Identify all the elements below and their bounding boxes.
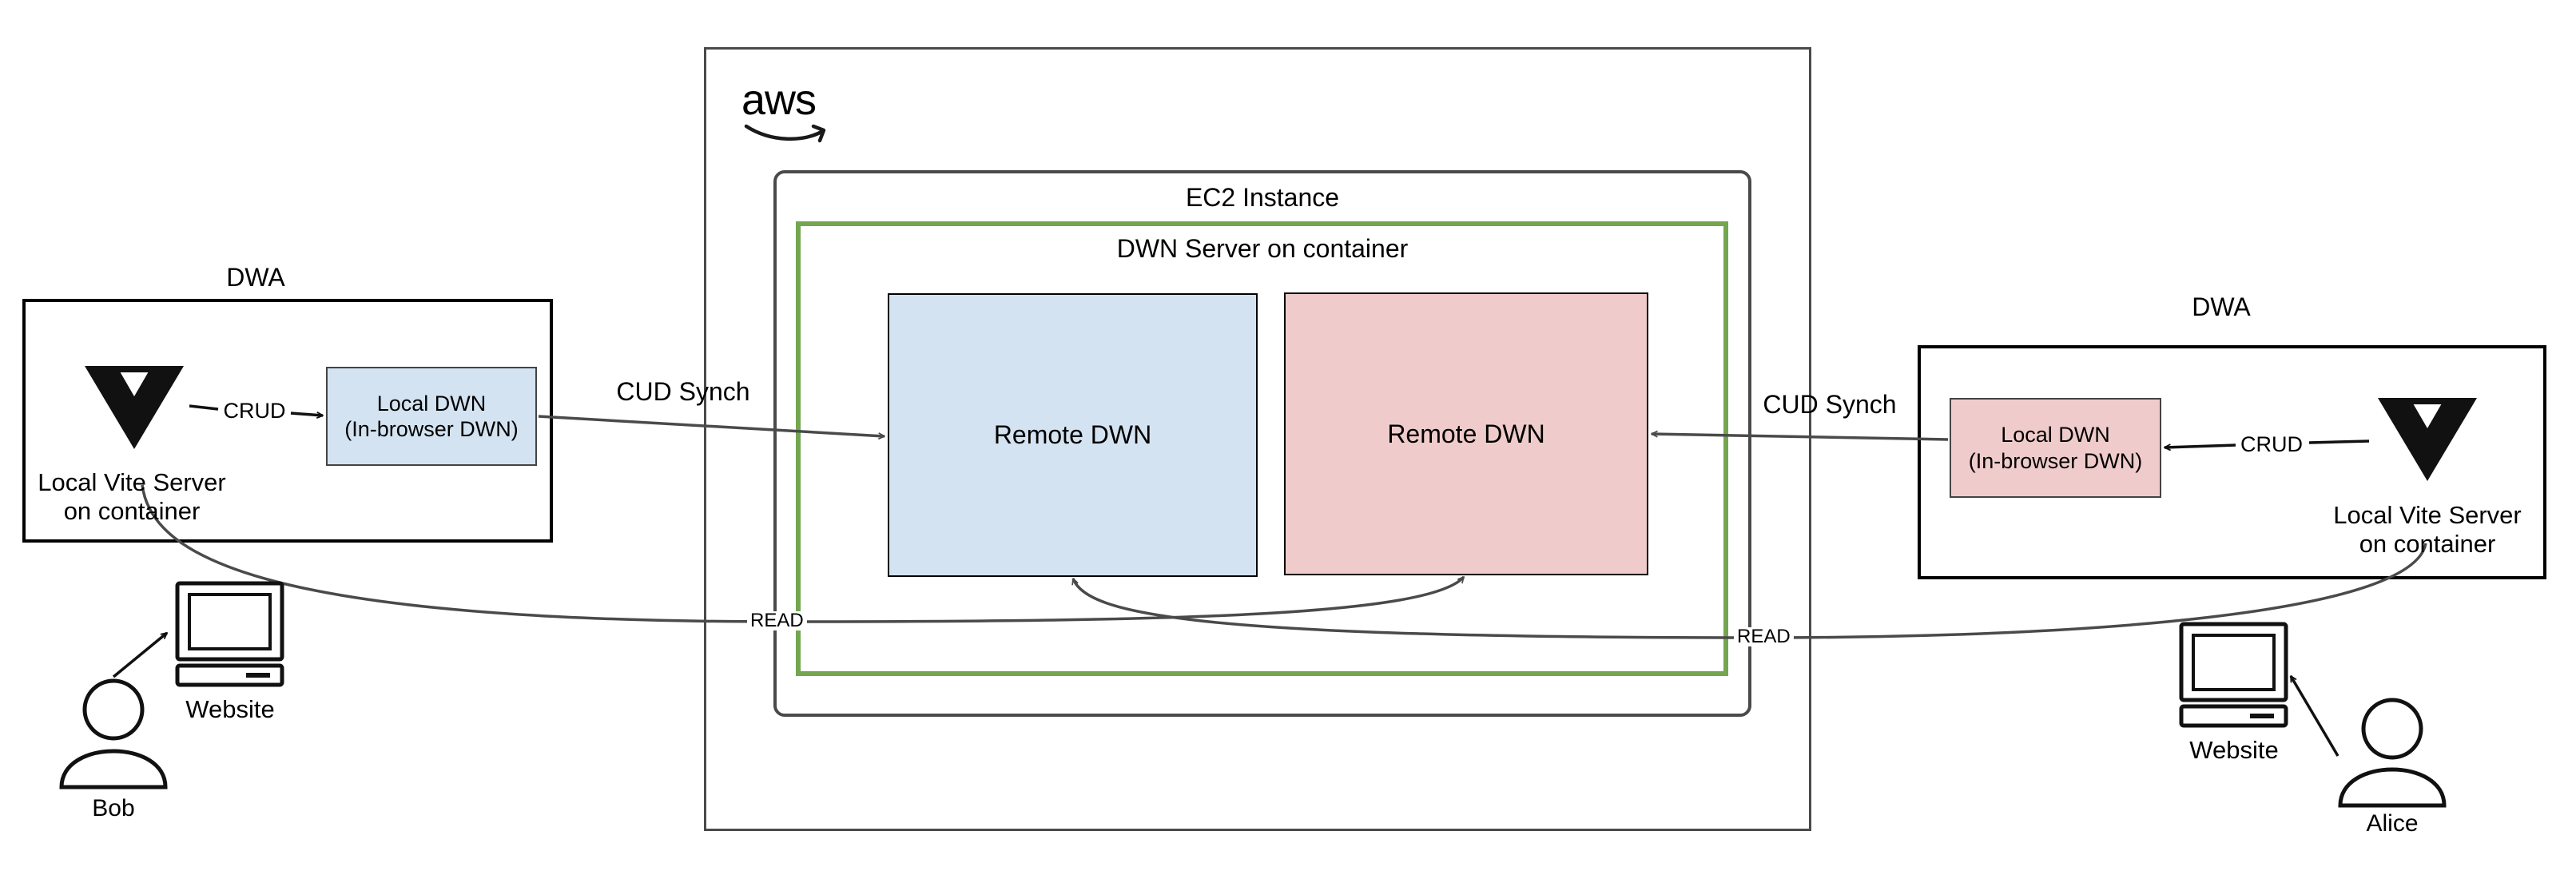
crud-right-arrow	[2308, 439, 2370, 444]
vite-logo-icon-right	[2378, 398, 2477, 481]
crud-label-right: CRUD	[2240, 432, 2303, 456]
ec2-instance-title: EC2 Instance	[1185, 183, 1340, 212]
dwn-server-title: DWN Server on container	[1116, 234, 1409, 263]
crud-left-arrow	[189, 404, 219, 411]
website-label-right: Website	[2189, 736, 2279, 764]
vite-label-left: Local Vite Server on container	[38, 468, 226, 525]
ec2-instance-frame	[773, 170, 1751, 717]
dwa-left-frame	[22, 299, 553, 543]
crud-label-left: CRUD	[223, 399, 286, 423]
dwa-right-frame	[1918, 345, 2546, 579]
local-dwn-left-label: Local DWN (In-browser DWN)	[344, 391, 519, 441]
remote-dwn-left: Remote DWN	[888, 293, 1258, 577]
person-icon-left	[59, 678, 168, 789]
read-label-right: READ	[1734, 627, 1794, 646]
aws-logo-text: aws	[741, 76, 817, 124]
dwa-left-title: DWA	[226, 263, 285, 292]
dwn-server-frame	[796, 221, 1728, 676]
aws-logo-smile	[744, 124, 826, 143]
local-dwn-left: Local DWN (In-browser DWN)	[326, 367, 537, 466]
website-label-left: Website	[185, 695, 275, 723]
remote-dwn-left-label: Remote DWN	[993, 420, 1152, 449]
vite-label-right: Local Vite Server on container	[2333, 501, 2522, 558]
vite-logo-icon-left	[85, 366, 184, 449]
computer-icon-left	[175, 581, 284, 687]
local-dwn-right-label: Local DWN (In-browser DWN)	[1968, 423, 2143, 473]
sync-label-left: CUD Synch	[616, 377, 750, 406]
computer-icon-right	[2179, 622, 2288, 728]
read-label-left: READ	[747, 611, 807, 630]
user-name-left: Bob	[92, 795, 135, 821]
read-left-curve	[141, 484, 1465, 623]
remote-dwn-right: Remote DWN	[1284, 292, 1648, 575]
person-icon-right	[2338, 698, 2447, 808]
sync-label-right: CUD Synch	[1763, 390, 1897, 419]
remote-dwn-right-label: Remote DWN	[1387, 419, 1545, 448]
dwa-right-title: DWA	[2192, 292, 2251, 321]
sync-right-arrow	[1652, 434, 1949, 441]
sync-left-arrow	[538, 415, 885, 436]
user-name-right: Alice	[2366, 810, 2419, 837]
local-dwn-right: Local DWN (In-browser DWN)	[1950, 398, 2161, 498]
aws-cloud-frame	[704, 47, 1811, 831]
